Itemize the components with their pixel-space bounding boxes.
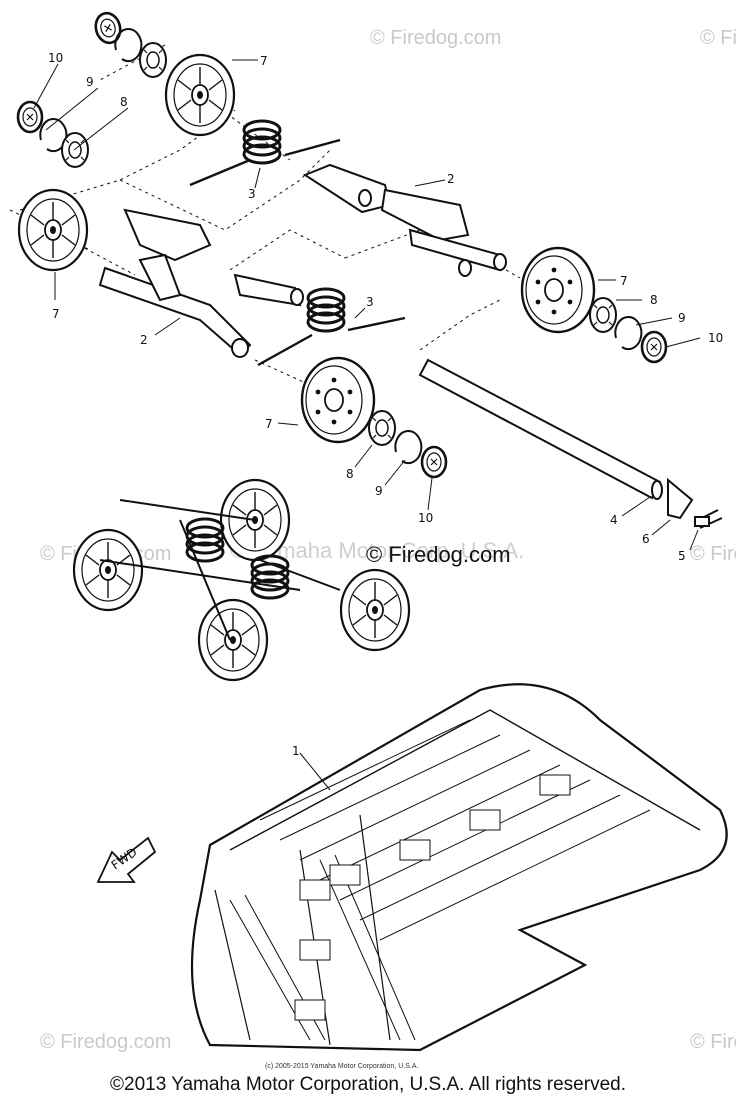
callout-3: 3 [366, 295, 374, 309]
callout-2: 2 [140, 333, 148, 347]
copyright-footer: ©2013 Yamaha Motor Corporation, U.S.A. A… [110, 1074, 626, 1095]
suspension-arm-lower [98, 208, 304, 358]
spring-lower [257, 287, 406, 367]
callout-5: 5 [678, 549, 686, 563]
track-belt [190, 683, 728, 1052]
watermark-text: © Firedog.com [700, 27, 736, 49]
spring-upper [189, 119, 341, 187]
callout-4: 4 [610, 513, 618, 527]
callout-1: 1 [292, 744, 300, 758]
callout-9: 9 [86, 75, 94, 89]
callout-2: 2 [447, 172, 455, 186]
assembled-suspension-unit [72, 478, 411, 682]
callout-9: 9 [375, 484, 383, 498]
watermark-text: © Firedog.com [40, 1031, 171, 1053]
callout-8: 8 [346, 467, 354, 481]
right-wheel-assembly [520, 246, 668, 364]
callout-7: 7 [260, 54, 268, 68]
callout-10: 10 [418, 511, 433, 525]
callout-10: 10 [708, 331, 723, 345]
callout-7: 7 [52, 307, 60, 321]
callout-8: 8 [650, 293, 658, 307]
callout-labels: 7 10 9 8 3 2 7 2 3 7 8 9 10 7 8 9 10 4 6… [48, 51, 723, 758]
callout-10: 10 [48, 51, 63, 65]
watermark-text: © Firedog.com [370, 27, 501, 49]
callout-8: 8 [120, 95, 128, 109]
callout-9: 9 [678, 311, 686, 325]
callout-3: 3 [248, 187, 256, 201]
callout-7: 7 [265, 417, 273, 431]
callout-7: 7 [620, 274, 628, 288]
callout-6: 6 [642, 532, 650, 546]
suspension-arm-upper [302, 163, 507, 277]
forward-arrow-icon: FWD [96, 836, 157, 883]
shaft [418, 358, 723, 529]
watermark-text: © Firedog.com [690, 543, 736, 565]
small-copyright-text: (c) 2005-2015 Yamaha Motor Corporation, … [265, 1063, 418, 1070]
firedog-watermark: © Firedog.com [366, 542, 511, 567]
watermark-text: © Firedog.com [690, 1031, 736, 1053]
callout-leaders [33, 59, 701, 791]
